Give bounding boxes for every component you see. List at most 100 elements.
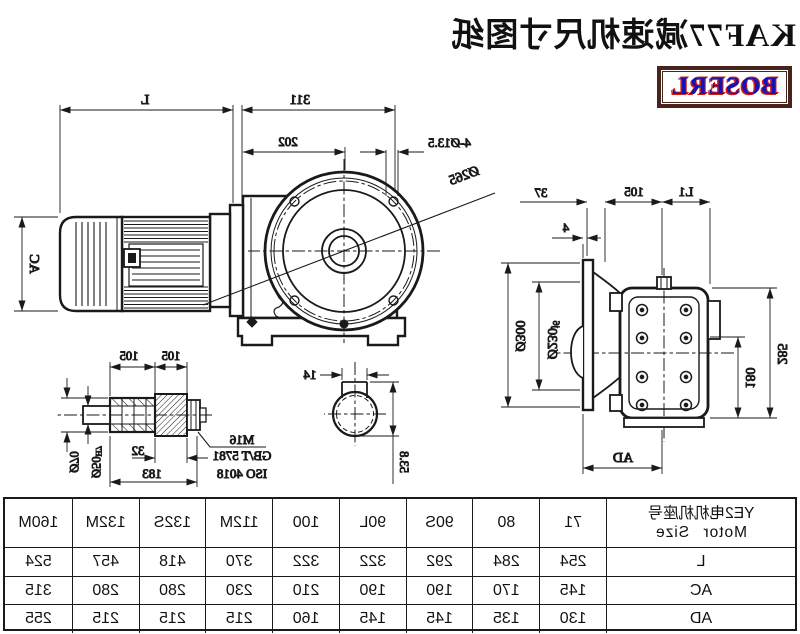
dim-label-285: 285 — [774, 344, 789, 365]
table-header-size: 132S — [138, 499, 206, 548]
table-cell: 160 — [272, 605, 339, 633]
table-row-label: AC — [606, 577, 795, 605]
table-row-label: L — [606, 548, 795, 577]
bolt-hole — [388, 196, 399, 207]
table-cell: 215 — [205, 605, 273, 633]
side-view-dims — [501, 198, 777, 474]
table-cell: 130 — [539, 605, 606, 633]
keyway-detail: 14 53.8 — [303, 362, 412, 484]
dim-label-180: 180 — [742, 368, 757, 389]
table-cell: 280 — [71, 577, 139, 605]
table-header-size: 90S — [405, 499, 473, 548]
side-base — [623, 417, 705, 428]
dim-label-hub-od: Ø70 — [67, 451, 81, 473]
side-view: L1 105 37 4 Ø300 Ø230j6 285 180 AD — [501, 184, 790, 474]
drawing-title: KAF77减速机尺寸图纸 — [450, 18, 796, 54]
drain-plug — [339, 319, 349, 329]
motor-fins-bottom — [124, 286, 208, 309]
table-cell: 254 — [539, 548, 606, 577]
shaft-detail: 105 105 32 183 Ø70 Ø50H7 M16 GB/T 5781 I… — [55, 349, 272, 487]
shaft-dims — [61, 362, 266, 487]
table-cell: 190 — [405, 577, 473, 605]
dim-label-bolt-circle: Ø265 — [447, 164, 481, 189]
table-cell: 135 — [472, 605, 540, 633]
bolt-circle-leader — [202, 192, 496, 306]
table-cell: 524 — [5, 548, 72, 577]
dim-label-key-w: 14 — [303, 367, 317, 382]
cover-bolts — [635, 303, 693, 412]
flange-edge — [581, 258, 595, 412]
dim-label-4: 4 — [562, 220, 569, 235]
motor-stator-lines — [132, 249, 200, 281]
dim-label-37: 37 — [534, 185, 548, 200]
label-bolt: M16 — [229, 432, 254, 447]
dim-label-183: 183 — [142, 466, 162, 481]
cowl-louvers — [75, 222, 107, 306]
table-header-size: 132M — [71, 499, 139, 548]
table-row-label: AD — [606, 605, 795, 633]
dim-label-105: 105 — [624, 184, 644, 199]
table-header-size: 90L — [338, 499, 406, 548]
motor-adapter — [208, 212, 232, 309]
dim-label-s105a: 105 — [162, 349, 181, 363]
table-header-size: 100 — [272, 499, 339, 548]
motor-stator-band — [128, 243, 204, 287]
table-header-size: 80 — [472, 499, 540, 548]
torque-boss — [707, 300, 721, 340]
table-header-size: 160M — [5, 499, 72, 548]
brand-logo-text: BOSERL — [661, 71, 787, 103]
dim-label-bore: Ø50H7 — [89, 446, 104, 478]
fan-cowl — [58, 215, 124, 313]
table-cell: 145 — [539, 577, 606, 605]
table-header-size: 112M — [205, 499, 273, 548]
table-header-size: 71 — [539, 499, 606, 548]
table-cell: 255 — [25, 610, 52, 627]
table-cell: 145 — [405, 605, 473, 633]
table-cell: 210 — [272, 577, 339, 605]
technical-drawing: Ø265 L 311 202 4-Ø13.5 AC — [14, 93, 790, 487]
shaft-dome — [570, 325, 584, 379]
dim-label-s105b: 105 — [120, 349, 139, 363]
table-cell: 215 — [138, 605, 206, 633]
dim-label-AC: AC — [26, 254, 41, 273]
dim-label-L1: L1 — [679, 184, 693, 199]
dim-label-holes: 4-Ø13.5 — [428, 135, 471, 150]
motor-fins-top — [124, 220, 208, 243]
corner-plug — [246, 316, 258, 328]
dim-label-311: 311 — [290, 93, 310, 108]
table-cell: 280 — [138, 577, 206, 605]
table-cell: 418 — [138, 548, 206, 577]
dim-label-spigot: Ø230j6 — [544, 320, 560, 359]
vent-plug — [656, 276, 672, 290]
keyway-dims — [320, 368, 399, 484]
table-cell: 370 — [205, 548, 273, 577]
dim-label-key-d: 53.8 — [397, 451, 411, 473]
table-cell: 457 — [71, 548, 139, 577]
motor-flange — [228, 203, 245, 318]
table-cell: 292 — [405, 548, 473, 577]
table-header-line: Motor Size — [654, 524, 748, 541]
brand-logo-box: BOSERL — [656, 66, 792, 108]
table-cell: 284 — [472, 548, 540, 577]
bolt-hole — [289, 196, 300, 207]
front-view-dims — [14, 105, 424, 312]
dim-label-32: 32 — [132, 443, 145, 458]
table-cell: 170 — [472, 577, 540, 605]
label-std1: GB/T 5781 — [213, 448, 272, 463]
table-cell: 230 — [205, 577, 273, 605]
label-std2: ISO 4018 — [217, 466, 267, 481]
bolt-hole — [388, 295, 399, 306]
table-cell: 322 — [338, 548, 406, 577]
table-cell: 215 — [71, 605, 139, 633]
dim-label-AD: AD — [613, 451, 633, 466]
dim-label-202: 202 — [278, 134, 298, 149]
dim-label-L: L — [141, 93, 150, 108]
table-cell: 145 — [338, 605, 406, 633]
front-view: Ø265 L 311 202 4-Ø13.5 AC — [14, 93, 496, 347]
table-cell: 190 — [338, 577, 406, 605]
table-cell: 322 — [272, 548, 339, 577]
terminal-box-inner — [128, 253, 136, 263]
